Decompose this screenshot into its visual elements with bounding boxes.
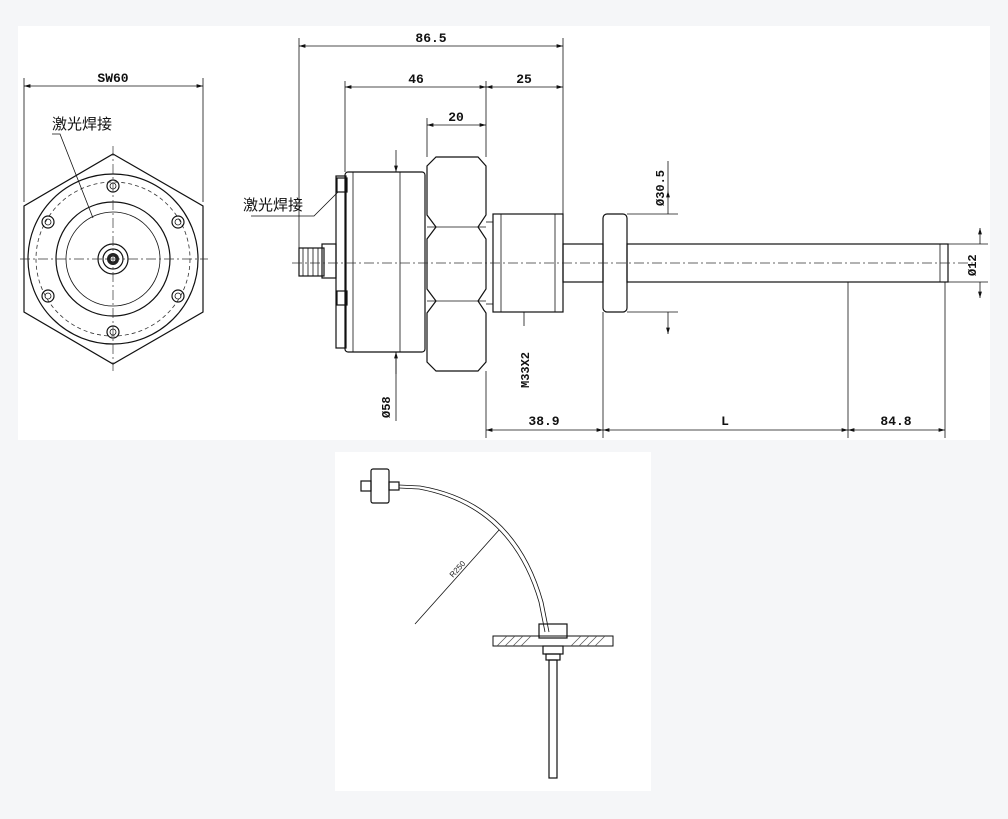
dim-thread-spec: M33X2 [519, 352, 533, 388]
dim-thread-len: 25 [516, 72, 532, 87]
hex-nut [426, 156, 487, 372]
dim-probe-dia: Ø12 [966, 254, 980, 276]
side-view: 86.5 46 25 20 Ø30.5 Ø12 Ø58 M33X2 [243, 31, 988, 438]
install-view: R250 [360, 468, 614, 779]
technical-drawing-panel: SW60 激光焊接 [18, 26, 990, 440]
dim-tip-len: 84.8 [880, 414, 911, 429]
weld-label-side: 激光焊接 [243, 196, 303, 214]
dim-sw60: SW60 [97, 71, 128, 86]
install-svg: R250 [360, 468, 614, 779]
dim-length-var: L [721, 414, 729, 429]
dim-body-dia: Ø58 [380, 396, 394, 418]
dim-flange-dia: Ø30.5 [654, 170, 668, 206]
connector [321, 243, 337, 279]
probe [548, 659, 558, 779]
weld-label-front: 激光焊接 [52, 115, 112, 133]
installation-drawing-panel: R250 [335, 452, 651, 791]
bolt-holes [41, 179, 185, 339]
sensor-head [370, 468, 390, 504]
front-view: SW60 激光焊接 [20, 71, 208, 371]
dim-offset: 38.9 [528, 414, 559, 429]
fitting-nut [538, 623, 568, 639]
dim-body: 46 [408, 72, 424, 87]
body-housing [344, 171, 426, 353]
dim-overall: 86.5 [415, 31, 446, 46]
dim-hex-width: 20 [448, 110, 464, 125]
flex-cable [398, 484, 550, 633]
drawing-svg: SW60 激光焊接 [20, 31, 988, 438]
connector-thread [298, 247, 325, 277]
